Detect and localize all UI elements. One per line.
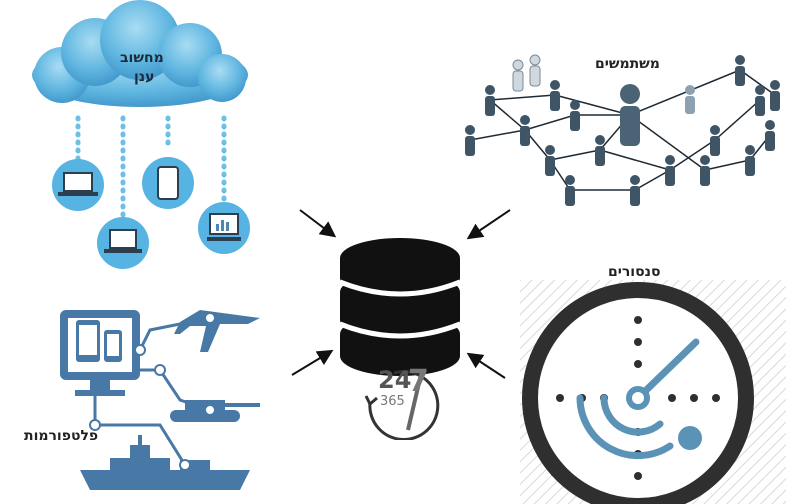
clock-24-7-icon [364, 369, 440, 440]
sensors-label: סנסורים [608, 264, 661, 280]
cloud-title-line1: מחשוב [120, 50, 164, 66]
cloud-icon [32, 0, 250, 269]
people-network-icon [465, 54, 780, 206]
platforms-icon [60, 310, 260, 490]
year-days-label: 365 [380, 394, 405, 409]
radar-icon [520, 280, 786, 504]
database-group: 24 7 365 [330, 230, 470, 440]
sensors-group: סנסורים [520, 264, 786, 504]
tank-icon [170, 400, 260, 422]
person-icon [485, 85, 495, 116]
arrow-from-platforms [291, 349, 334, 376]
hours-label: 24 [378, 366, 412, 394]
arrow-from-users [466, 209, 511, 240]
platforms-group: פלטפורמות [20, 290, 270, 500]
arrow-from-cloud [299, 209, 337, 238]
users-network-group: משתמשים [460, 30, 786, 230]
arrow-from-sensors [466, 352, 506, 379]
users-label: משתמשים [595, 56, 660, 72]
days-label: 7 [408, 364, 429, 399]
cloud-title-line2: ענן [134, 69, 155, 85]
database-icon [339, 238, 461, 440]
warship-icon [80, 435, 250, 490]
cloud-computing-group: מחשוב ענן [0, 0, 280, 275]
fighter-jet-icon [174, 310, 260, 352]
platforms-label: פלטפורמות [24, 428, 99, 444]
